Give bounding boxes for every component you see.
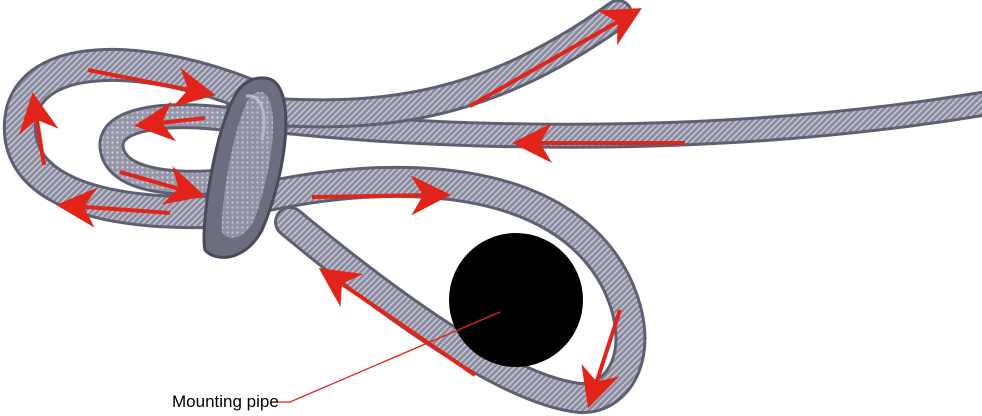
arrow-up-right	[470, 16, 628, 106]
arrow-loop-right	[312, 195, 435, 197]
mounting-pipe-icon	[449, 233, 583, 367]
mounting-pipe-label: Mounting pipe	[172, 392, 279, 412]
strap-upper-end	[240, 14, 618, 113]
buckle	[204, 78, 286, 258]
